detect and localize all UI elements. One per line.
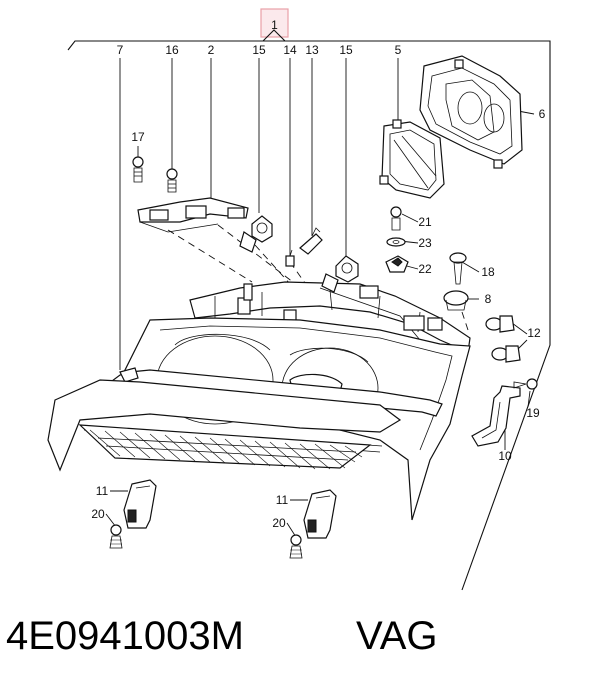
screw-21 [390,206,402,231]
screw-17 [132,156,144,183]
callout-18: 18 [481,265,495,279]
part-number: 4E0941003M [6,614,244,658]
callout-5: 5 [395,43,402,57]
callout-14: 14 [283,43,297,57]
leader-lines [105,58,535,538]
cover-cap-6 [419,55,523,169]
callout-8: 8 [485,292,492,306]
bulb-15a [239,215,273,253]
nut-22 [385,255,409,273]
callout-20a: 20 [91,507,105,521]
callout-15b: 15 [339,43,353,57]
callout-11b: 11 [276,493,289,507]
callout-13: 13 [305,43,319,57]
bracket-10 [471,385,521,447]
brand-name: VAG [356,614,438,658]
callout-7: 7 [117,43,124,57]
lens-grille [78,424,372,470]
callout-16: 16 [165,43,179,57]
clip-11-right [303,489,337,539]
callout-10: 10 [498,449,512,463]
callout-15a: 15 [252,43,266,57]
screw-20-left [109,524,123,549]
screw-19 [513,378,538,390]
main-label: 1 [271,18,278,32]
cover-cap-5 [379,119,445,199]
callout-2: 2 [208,43,215,57]
connector-13 [299,227,323,255]
callout-20b: 20 [272,516,286,530]
footer: 4E0941003M VAG [0,612,600,672]
clip-11-left [123,479,157,529]
callout-6: 6 [539,107,546,121]
washer-23 [386,237,406,247]
bracket-line [67,40,551,591]
exploded-parts-diagram: 1 7 16 2 15 14 13 15 5 6 17 21 23 22 18 … [47,8,551,591]
callout-12: 12 [527,326,541,340]
callout-17: 17 [131,130,145,144]
callout-22: 22 [418,262,432,276]
headlight-lens-frame [47,317,471,521]
bulb-12 [485,315,521,363]
callout-19: 19 [526,406,540,420]
screw-20-right [289,534,303,559]
callout-23: 23 [418,236,432,250]
main-label-box [260,8,289,38]
headlight-housing [189,281,471,353]
grommet-8 [443,290,469,311]
screw-16 [166,168,178,193]
callout-11a: 11 [96,484,109,498]
bulb-14 [285,249,295,267]
bracket-2 [137,197,249,233]
bulb-15b [321,255,359,293]
fastener-18 [449,252,467,285]
callout-21: 21 [418,215,432,229]
